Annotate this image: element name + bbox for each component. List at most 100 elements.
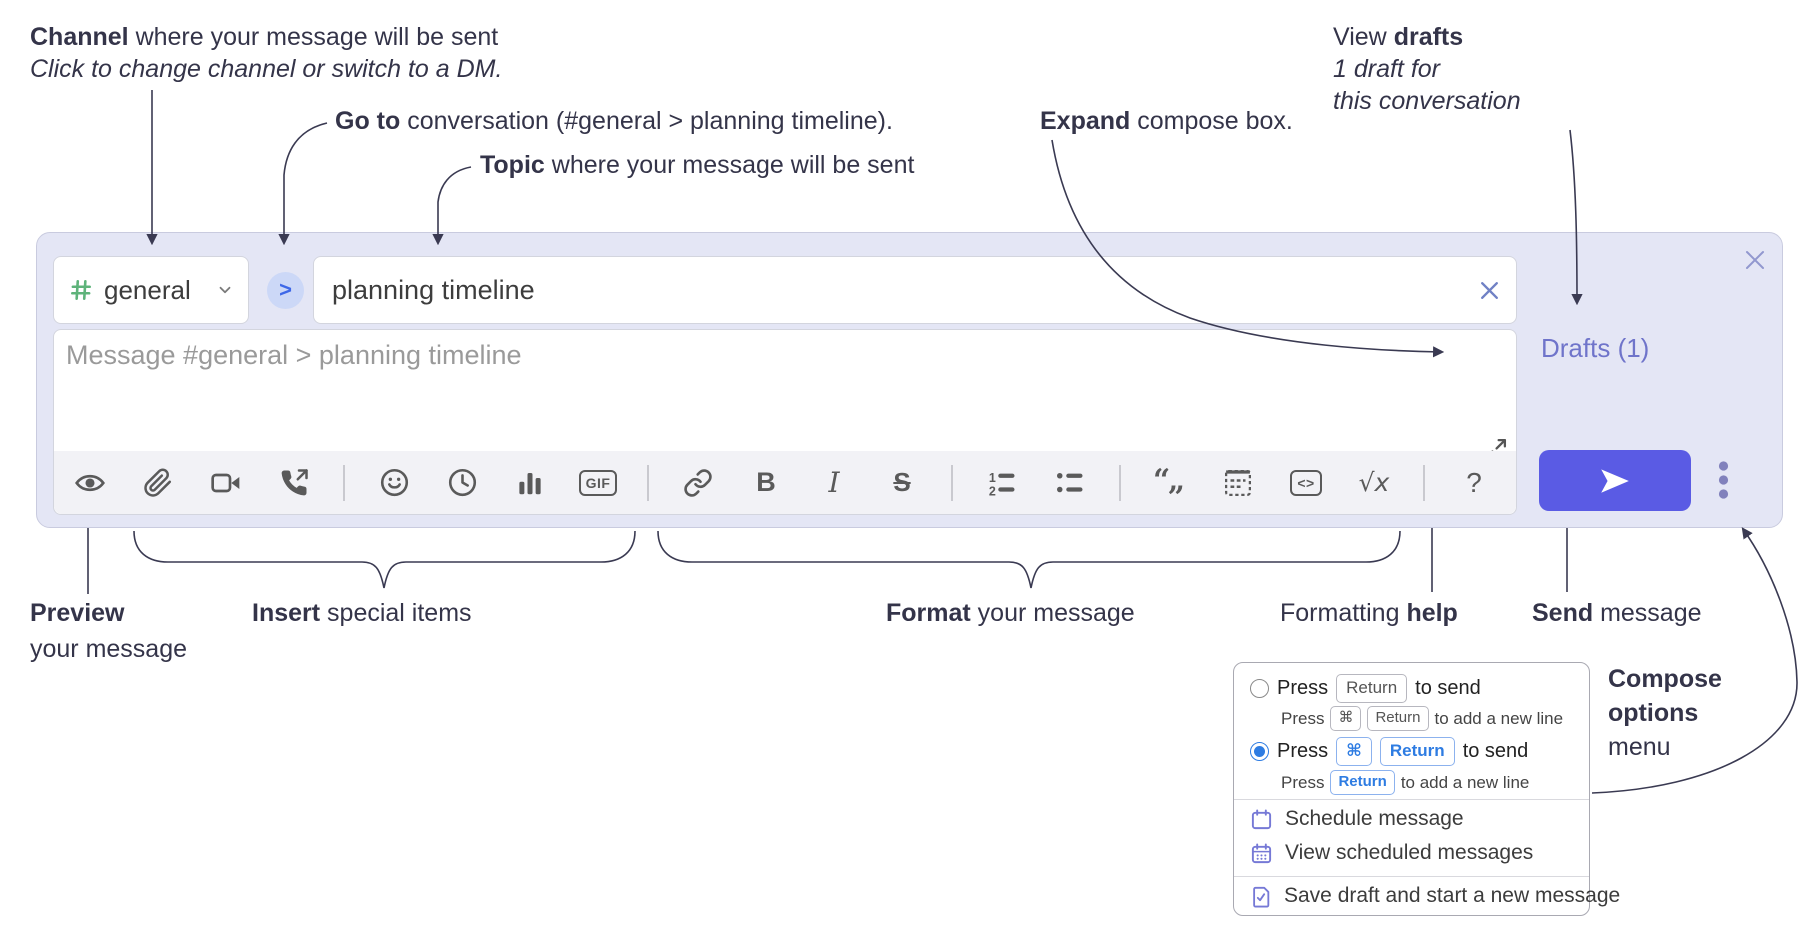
- annotation-expand: Expand compose box.: [1040, 107, 1293, 135]
- brace-insert: [133, 530, 636, 589]
- math-latex-icon: √x: [1358, 468, 1390, 497]
- popup-divider: [1234, 799, 1589, 800]
- cmd-key: ⌘: [1336, 737, 1372, 766]
- schedule-message-item[interactable]: Schedule message: [1250, 807, 1464, 831]
- gif-icon: GIF: [578, 469, 618, 496]
- annotation-channel-sub: Click to change channel or switch to a D…: [30, 55, 503, 83]
- calendar-grid-icon: [1251, 842, 1272, 863]
- cmd-enter-sends-option[interactable]: Press ⌘ Return to send: [1250, 737, 1528, 766]
- message-box: GIF B I S: [53, 329, 1517, 515]
- chevron-down-icon: [219, 286, 231, 294]
- channel-name: general: [104, 274, 191, 305]
- paperclip-icon: [144, 468, 172, 497]
- compose-options-menu-icon[interactable]: [1717, 459, 1730, 503]
- channel-selector[interactable]: general: [53, 256, 249, 324]
- quote-button[interactable]: “ „: [1136, 457, 1204, 509]
- topic-input[interactable]: [330, 273, 1477, 307]
- smiley-icon: [380, 468, 408, 497]
- code-button[interactable]: <>: [1272, 457, 1340, 509]
- annotation-channel: Channel where your message will be sent: [30, 23, 499, 51]
- toolbar-divider: [343, 464, 345, 501]
- svg-text:2: 2: [989, 484, 996, 498]
- poll-bar-chart-icon: [519, 472, 541, 494]
- view-scheduled-messages-item[interactable]: View scheduled messages: [1250, 841, 1533, 865]
- annotation-options-3: menu: [1608, 733, 1671, 761]
- toolbar-divider: [1119, 464, 1121, 501]
- video-camera-icon: [211, 473, 240, 492]
- numbered-list-button[interactable]: 1 2: [968, 457, 1036, 509]
- add-gif-button[interactable]: GIF: [564, 457, 632, 509]
- hash-icon: [71, 280, 91, 300]
- annotation-drafts-sub1: 1 draft for: [1333, 55, 1440, 83]
- annotation-send: Send message: [1532, 599, 1702, 627]
- numbered-list-icon: 1 2: [989, 470, 1015, 498]
- annotation-goto: Go to conversation (#general > planning …: [335, 107, 893, 135]
- toolbar-divider: [647, 464, 649, 501]
- attach-file-button[interactable]: [124, 457, 192, 509]
- calendar-icon: [1251, 808, 1272, 829]
- bulleted-list-button[interactable]: [1036, 457, 1104, 509]
- strikethrough-button[interactable]: S: [868, 457, 936, 509]
- preview-button[interactable]: [56, 457, 124, 509]
- radio-unselected-icon[interactable]: [1250, 679, 1269, 698]
- annotation-help: Formatting help: [1280, 599, 1458, 627]
- brace-format: [657, 530, 1401, 589]
- annotation-insert: Insert special items: [252, 599, 472, 627]
- radio-selected-icon[interactable]: [1250, 742, 1269, 761]
- phone-outgoing-icon: [281, 468, 308, 495]
- send-button[interactable]: [1539, 450, 1691, 511]
- annotation-options-2: options: [1608, 699, 1699, 727]
- message-formatting-help-button[interactable]: ?: [1440, 457, 1508, 509]
- annotation-drafts-sub2: this conversation: [1333, 87, 1521, 115]
- compose-options-popup: Press Return to send Press ⌘ Return to a…: [1233, 662, 1620, 916]
- question-mark-icon: ?: [1466, 466, 1482, 498]
- bold-button[interactable]: B: [732, 457, 800, 509]
- add-poll-button[interactable]: [496, 457, 564, 509]
- svg-text:1: 1: [989, 470, 996, 484]
- return-key: Return: [1367, 706, 1429, 731]
- link-icon: [684, 468, 712, 497]
- return-key: Return: [1330, 770, 1395, 795]
- cmd-enter-sends-option-sub: Press Return to add a new line: [1281, 770, 1529, 795]
- spoiler-icon: [1225, 469, 1251, 496]
- insert-link-button[interactable]: [664, 457, 732, 509]
- save-draft-item[interactable]: Save draft and start a new message: [1250, 884, 1620, 908]
- annotation-drafts: View drafts: [1333, 23, 1464, 51]
- drafts-link[interactable]: Drafts (1): [1541, 333, 1650, 363]
- annotation-topic: Topic where your message will be sent: [480, 151, 915, 179]
- strikethrough-icon: S: [893, 467, 911, 497]
- italic-button[interactable]: I: [800, 457, 868, 509]
- go-to-conversation-button[interactable]: >: [267, 272, 304, 309]
- annotation-options-1: Compose: [1608, 665, 1722, 693]
- add-video-call-button[interactable]: [192, 457, 260, 509]
- compose-box: general >: [36, 232, 1783, 528]
- code-icon: <>: [1290, 469, 1322, 496]
- spoiler-button[interactable]: [1204, 457, 1272, 509]
- add-global-time-button[interactable]: [428, 457, 496, 509]
- toolbar-divider: [1423, 464, 1425, 501]
- bold-icon: B: [756, 467, 776, 497]
- return-key: Return: [1336, 674, 1408, 703]
- chevron-right-icon: >: [279, 276, 292, 302]
- compose-toolbar: GIF B I S: [54, 451, 1516, 514]
- connector-goto: [278, 122, 328, 246]
- emoji-button[interactable]: [360, 457, 428, 509]
- topic-input-box: [313, 256, 1517, 324]
- clock-icon: [448, 468, 476, 497]
- message-input[interactable]: [64, 338, 1448, 446]
- italic-icon: I: [828, 466, 840, 499]
- add-voice-call-button[interactable]: [260, 457, 328, 509]
- eye-icon: [75, 474, 105, 491]
- return-key: Return: [1379, 737, 1455, 766]
- cmd-key: ⌘: [1330, 706, 1362, 731]
- close-compose-icon[interactable]: [1743, 248, 1767, 272]
- math-button[interactable]: √x: [1340, 457, 1408, 509]
- bulleted-list-icon: [1057, 472, 1083, 492]
- enter-sends-option[interactable]: Press Return to send: [1250, 674, 1481, 703]
- enter-sends-option-sub: Press ⌘ Return to add a new line: [1281, 706, 1563, 731]
- send-paper-plane-icon: [1601, 468, 1629, 493]
- quote-icon: “ „: [1153, 462, 1186, 498]
- clear-topic-icon[interactable]: [1477, 278, 1502, 303]
- annotation-format: Format your message: [886, 599, 1135, 627]
- annotation-preview-sub: your message: [30, 635, 188, 663]
